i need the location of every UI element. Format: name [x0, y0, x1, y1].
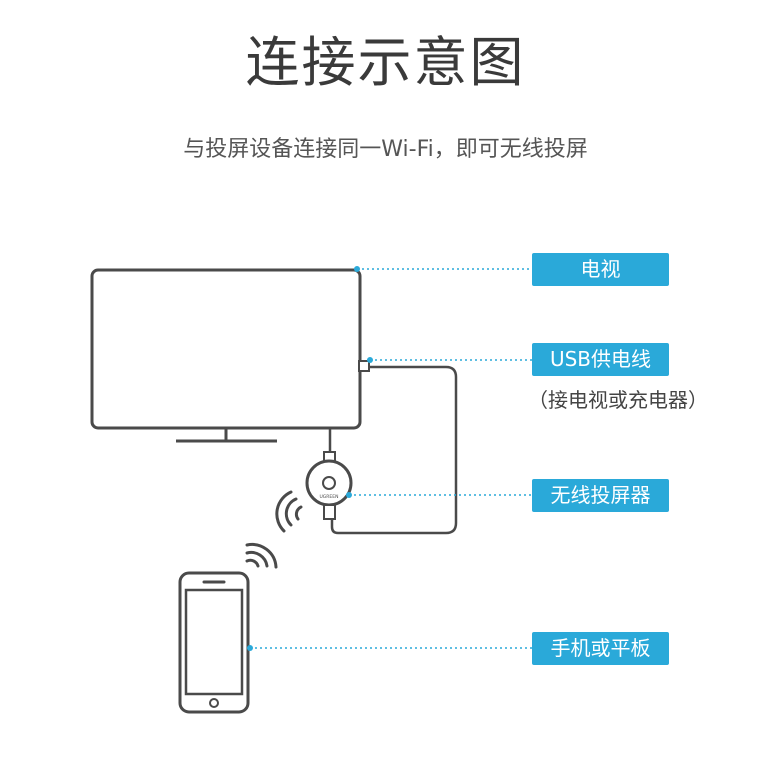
- label-usb-note: （接电视或充电器）: [528, 388, 708, 412]
- label-usb-cable: USB供电线: [532, 343, 669, 376]
- leader-lines: [250, 268, 532, 649]
- label-tv: 电视: [532, 253, 669, 286]
- page-subtitle: 与投屏设备连接同一Wi-Fi，即可无线投屏: [183, 137, 588, 162]
- tv-icon: [90, 268, 362, 443]
- label-phone: 手机或平板: [532, 632, 669, 665]
- page-title: 连接示意图: [245, 31, 526, 94]
- usb-cable-icon: [328, 365, 458, 535]
- dongle-icon: UGREEN: [305, 451, 353, 520]
- leader-dots: [247, 266, 373, 651]
- wifi-signal-icon: [275, 490, 303, 533]
- phone-icon: [178, 571, 250, 714]
- usb-port-icon: [358, 360, 370, 372]
- wifi-signal-icon: [245, 543, 278, 569]
- label-dongle: 无线投屏器: [532, 479, 669, 512]
- dongle-brand-text: UGREEN: [320, 494, 339, 500]
